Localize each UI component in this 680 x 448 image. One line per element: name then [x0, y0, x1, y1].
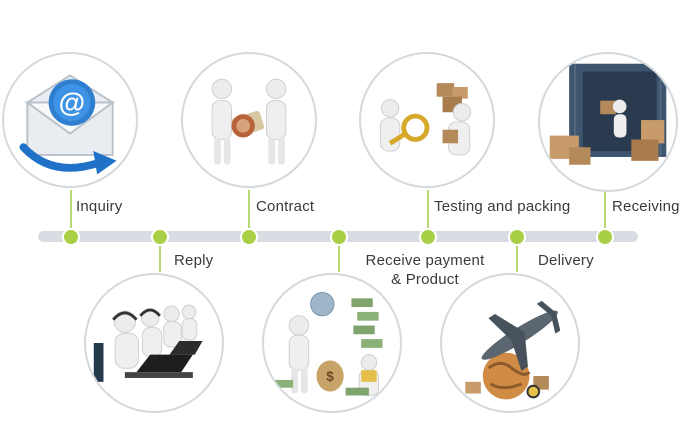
step-label-testing: Testing and packing: [434, 198, 571, 215]
step-image-testing: [359, 52, 495, 188]
timeline-node-testing: [419, 228, 437, 246]
stem-testing: [427, 190, 429, 235]
stem-reply: [159, 240, 161, 272]
step-label-receiving: Receiving: [612, 198, 680, 215]
timeline-node-payment: [330, 228, 348, 246]
stem-payment: [338, 240, 340, 272]
step-label-payment-line1: Receive payment: [365, 252, 485, 269]
step-label-reply: Reply: [174, 252, 214, 269]
step-image-receiving: [538, 52, 678, 192]
step-image-contract: [181, 52, 317, 188]
timeline-node-reply: [151, 228, 169, 246]
step-image-delivery: [440, 273, 580, 413]
stem-contract: [248, 190, 250, 235]
timeline-node-receiving: [596, 228, 614, 246]
step-label-delivery: Delivery: [538, 252, 594, 269]
email-at-icon: @: [19, 74, 117, 175]
stem-receiving: [604, 190, 606, 235]
step-label-contract: Contract: [256, 198, 315, 215]
timeline-node-contract: [240, 228, 258, 246]
timeline-node-delivery: [508, 228, 526, 246]
svg-text:@: @: [59, 86, 85, 117]
handshake-contract-icon: [211, 78, 287, 165]
step-label-payment: Receive payment & Product: [356, 251, 494, 289]
timeline-node-inquiry: [62, 228, 80, 246]
call-center-icon: [93, 304, 203, 382]
inspect-box-icon: [379, 83, 472, 156]
payment-money-icon: $: [273, 292, 383, 396]
step-image-reply: [84, 273, 224, 413]
step-image-payment: $: [262, 273, 402, 413]
step-label-inquiry: Inquiry: [76, 198, 123, 215]
step-image-inquiry: @: [2, 52, 138, 188]
container-unload-icon: [549, 63, 667, 165]
airplane-globe-icon: [465, 300, 561, 400]
stem-delivery: [516, 240, 518, 272]
svg-text:$: $: [326, 369, 334, 384]
stem-inquiry: [70, 190, 72, 235]
step-label-payment-line2: & Product: [391, 271, 459, 288]
